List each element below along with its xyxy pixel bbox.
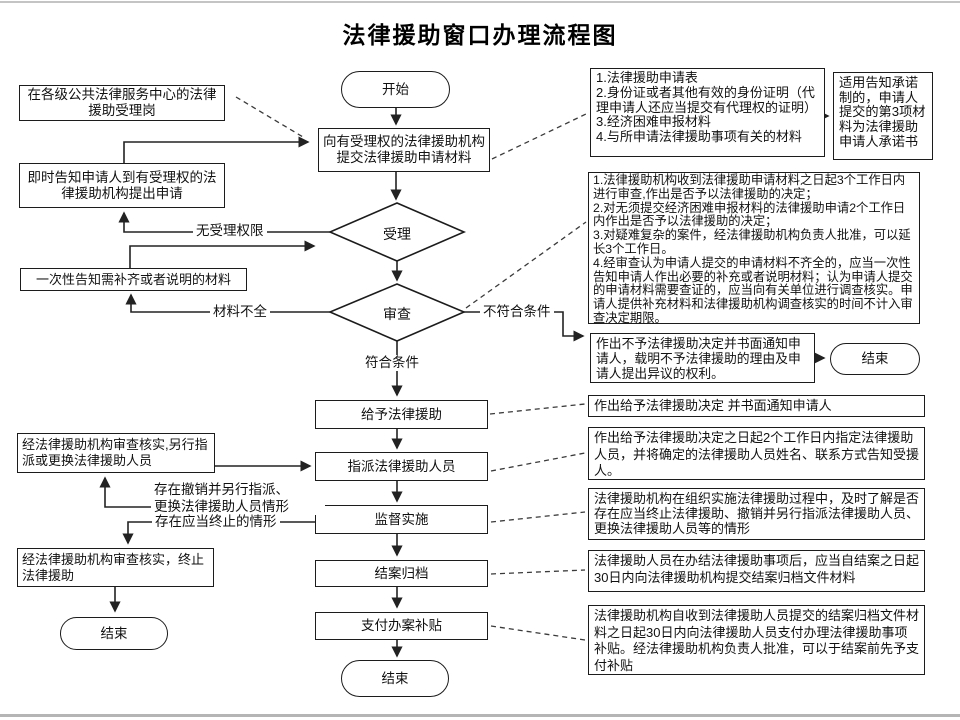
process-onetime-inform: 一次性告知需补齐或者说明的材料 [20, 268, 247, 291]
note-review-rules: 1.法律援助机构收到法律援助申请材料之日起3个工作日内进行审查,作出是否予以法律… [588, 172, 920, 325]
note-assign-rule: 作出给予法律援助决定之日起2个工作日内指定法律援助人员，并将确定的法律援助人员姓… [588, 427, 925, 480]
dashed-connectors [235, 96, 587, 641]
start-terminal: 开始 [341, 71, 450, 108]
note-promise-system: 适用告知承诺制的，申请人提交的第3项材料为法律援助申请人承诺书 [833, 72, 933, 160]
process-pay: 支付办案补贴 [315, 612, 488, 640]
process-supervise: 监督实施 [315, 505, 488, 534]
branch-label-not-meet: 不符合条件 [480, 304, 554, 320]
end-terminal-reject: 结束 [830, 343, 920, 375]
process-reassign: 经法律援助机构审查核实,另行指派或更换法律援助人员 [17, 433, 215, 473]
decision-accept-label: 受理 [383, 226, 411, 242]
note-materials-list: 1.法律援助申请表 2.身份证或者其他有效的身份证明（代理申请人还应当提交有代理… [590, 68, 825, 157]
process-grant: 给予法律援助 [315, 400, 488, 429]
screenshot-top-border [0, 1, 960, 3]
screenshot-bottom-border [0, 714, 960, 717]
branch-label-revoke: 存在撤销并另行指派、 更换法律援助人员情形 [151, 482, 325, 515]
branch-label-no-authority: 无受理权限 [193, 223, 267, 239]
end-terminal-terminate: 结束 [60, 617, 168, 650]
decision-shapes [327, 202, 467, 342]
process-archive: 结案归档 [315, 560, 488, 587]
note-supervise-rule: 法律援助机构在组织实施法律援助过程中，及时了解是否存在应当终止法律援助、撤销并另… [588, 488, 925, 540]
page-title: 法律援助窗口办理流程图 [342, 22, 618, 48]
note-grant-decision: 作出给予法律援助决定 并书面通知申请人 [588, 395, 925, 417]
branch-label-should-terminate: 存在应当终止的情形 [152, 514, 280, 530]
note-archive-rule: 法律援助人员在办结法律援助事项后，应当自结案之日起30日内向法律援助机构提交结案… [588, 550, 925, 592]
decision-review-label: 审查 [383, 306, 411, 322]
branch-label-meet: 符合条件 [362, 355, 422, 371]
note-reject-decision: 作出不予法律援助决定并书面通知申请人，载明不予法律援助的理由及申请人提出异议的权… [590, 333, 815, 383]
process-assign: 指派法律援助人员 [315, 452, 488, 481]
decision-accept-shape [327, 202, 467, 262]
process-reception-post: 在各级公共法律服务中心的法律援助受理岗 [19, 85, 225, 121]
note-pay-rule: 法律援助机构自收到法律援助人员提交的结案归档文件材料之日起30日内向法律援助人员… [588, 605, 925, 675]
process-submit-materials: 向有受理权的法律援助机构提交法律援助申请材料 [318, 128, 490, 172]
end-terminal-main: 结束 [341, 660, 449, 697]
process-terminate: 经法律援助机构审查核实，终止法律援助 [17, 548, 214, 587]
decision-review-shape [327, 283, 467, 342]
process-inform-apply: 即时告知申请人到有受理权的法律援助机构提出申请 [19, 163, 225, 208]
branch-label-incomplete: 材料不全 [210, 304, 270, 320]
